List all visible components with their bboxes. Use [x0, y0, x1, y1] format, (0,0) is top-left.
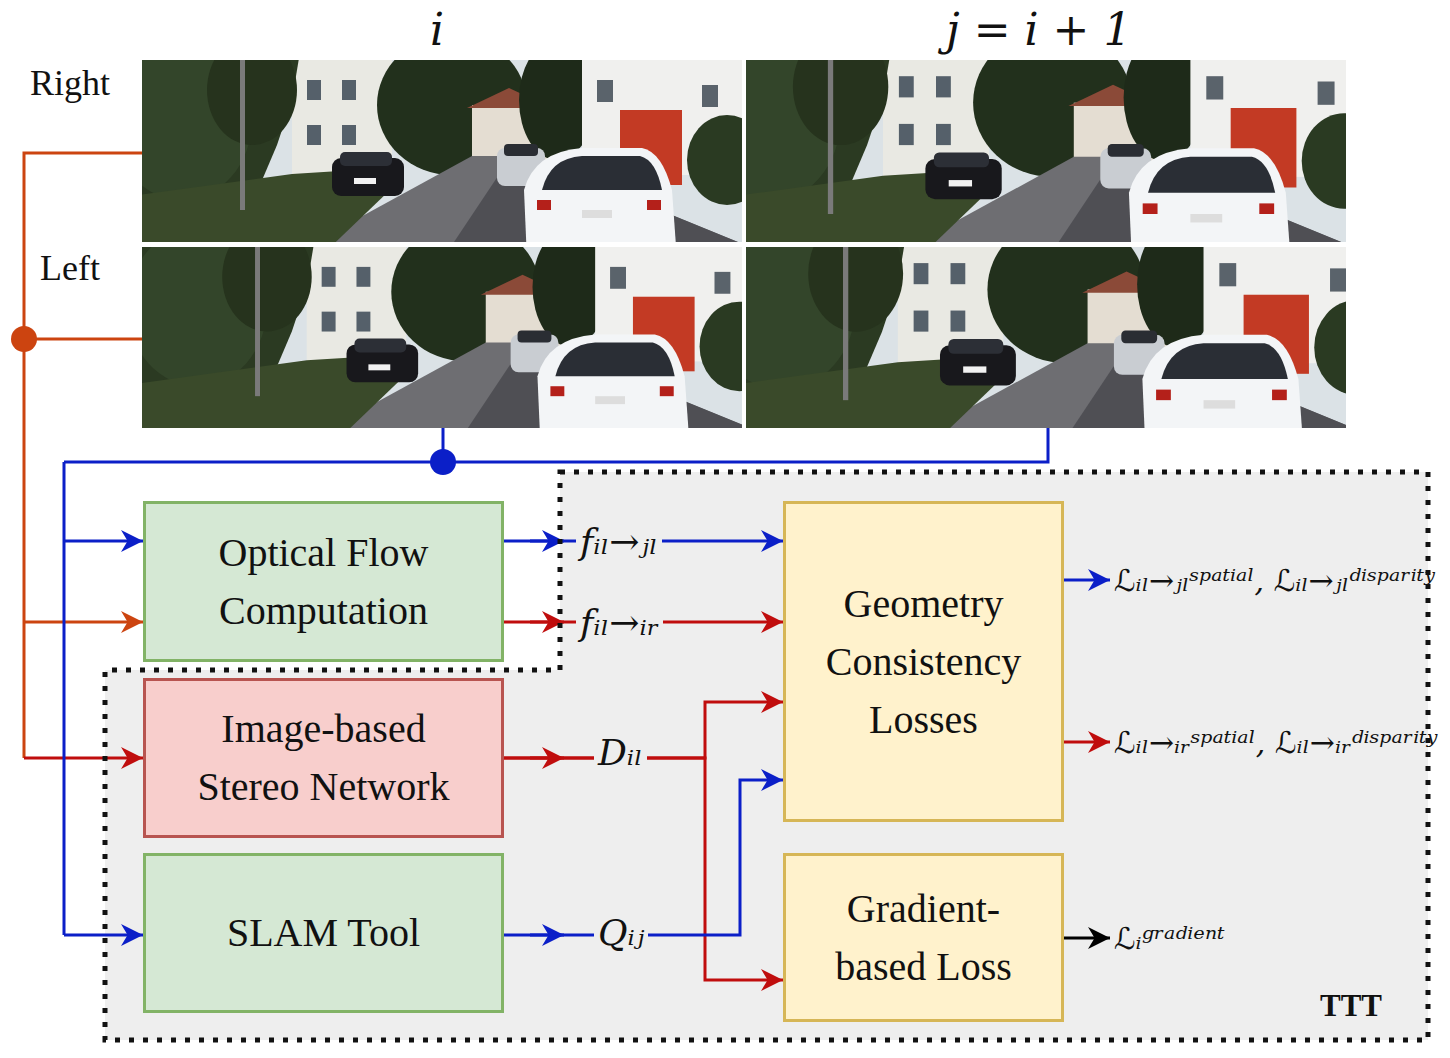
loss-term: ℒᵢᵍʳᵃᵈⁱᵉⁿᵗ [1114, 921, 1225, 956]
frame-index: j = i + 1 [946, 4, 1131, 55]
photo-right-j [682, 29, 1424, 278]
input-wires [24, 153, 1110, 938]
network-box: Image-based Stereo Network [143, 678, 504, 838]
photo-left-i [118, 222, 814, 456]
box-label: Image-based Stereo Network [170, 700, 477, 816]
box-label: Optical Flow Computation [170, 524, 477, 640]
process-box: SLAM Tool [143, 853, 504, 1013]
loss-box: Gradient-based Loss [783, 853, 1064, 1022]
box-label: Gradient-based Loss [810, 880, 1037, 996]
junction-dot [430, 449, 456, 475]
loss-term: ℒᵢₗ→ⱼₗˢᵖᵃᵗⁱᵃˡ, ℒᵢₗ→ⱼₗᵈⁱˢᵖᵃʳⁱᵗʸ [1114, 563, 1435, 598]
region-title: TTT [1320, 988, 1382, 1024]
process-box: Optical Flow Computation [143, 501, 504, 662]
junction-dot [11, 326, 37, 352]
box-label: SLAM Tool [227, 904, 420, 962]
loss-term: ℒᵢₗ→ᵢᵣˢᵖᵃᵗⁱᵃˡ, ℒᵢₗ→ᵢᵣᵈⁱˢᵖᵃʳⁱᵗʸ [1114, 725, 1437, 760]
frame-index: i [430, 4, 444, 55]
camera-label: Right [30, 62, 110, 104]
edge-label: fᵢₗ→ᵢᵣ [576, 602, 663, 643]
photo-right-i [102, 35, 802, 270]
edge-label: Dᵢₗ [594, 732, 647, 773]
edge-label: fᵢₗ→ⱼₗ [576, 521, 662, 562]
edge-label: Qᵢⱼ [594, 912, 648, 953]
photo-left-j [698, 216, 1436, 464]
camera-label: Left [40, 247, 100, 289]
box-label: Geometry Consistency Losses [810, 575, 1037, 749]
flow-arrow [504, 758, 783, 980]
loss-box: Geometry Consistency Losses [783, 501, 1064, 822]
